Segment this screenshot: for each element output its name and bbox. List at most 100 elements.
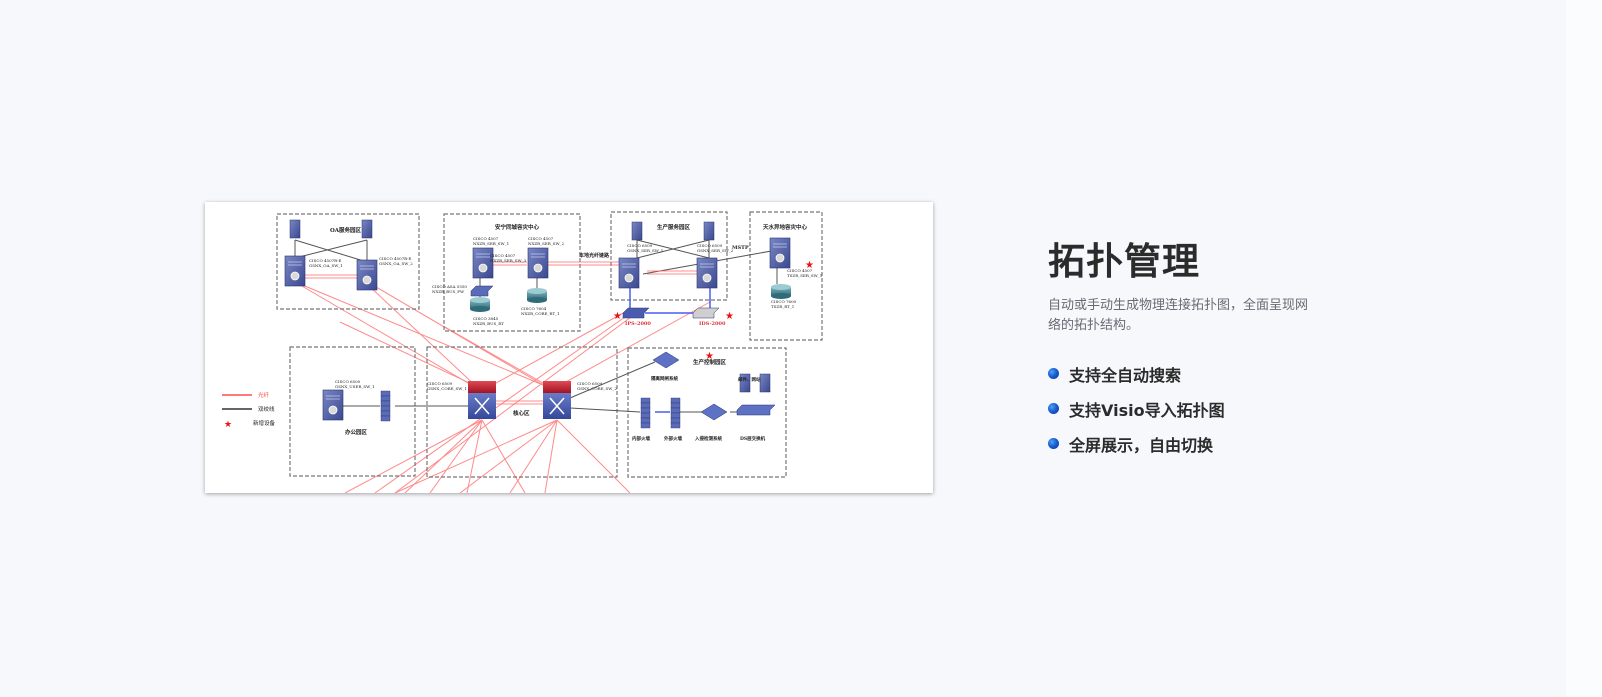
device-label-sec_sw2: CISCO 4507	[528, 236, 554, 241]
label-inner-fw: 内部火墙	[632, 435, 650, 442]
device-label-oa_sw2: GSNX_OA_SW_2	[379, 261, 413, 266]
topology-diagram: OA服务园区 安宁同城容灾中心 生产服务园区 天水异地容灾中心 办公园区 核心区…	[205, 202, 933, 493]
sec-rt2-router-icon	[527, 288, 547, 303]
device-label-core_sw2: GSNX_CORE_SW_2	[577, 386, 617, 391]
zone-security	[443, 213, 581, 332]
zone-label-production: 生产服务园区	[657, 223, 691, 231]
legend-new-device-label: 新增设备	[253, 419, 276, 427]
zone-label-office: 办公园区	[345, 428, 368, 436]
device-label-ips1: IPS-2000	[625, 321, 651, 327]
device-label-prod_sw1: GSNX_SER_SW_1	[627, 248, 663, 253]
device-label-core_sw2: CISCO 6509	[577, 381, 603, 386]
zone-core	[426, 346, 618, 478]
core-sw1-core-switch-icon	[468, 381, 496, 419]
zone-label-oa: OA服务园区	[330, 226, 362, 234]
new-device-star-icon: ★	[805, 260, 814, 271]
feature-item-label: 支持全自动搜索	[1069, 365, 1182, 385]
device-label-oa_sw1: GSNX_OA_SW_1	[309, 263, 343, 268]
zone-office	[289, 346, 416, 477]
device-label-prod_sw2: CISCO 6509	[697, 243, 723, 248]
label-intrusion: 入侵检测系统	[694, 435, 722, 442]
device-label-office_sw: GSNX_USER_SW_1	[335, 384, 375, 389]
office-sw-switch-icon	[322, 389, 344, 421]
label-servers: 邮件、网站	[738, 376, 761, 383]
label-isolation: 隔离网闸系统	[651, 375, 678, 382]
bullet-icon	[1048, 403, 1059, 414]
legend-star-icon: ★	[224, 420, 232, 430]
ips-1-icon	[622, 307, 650, 319]
device-label-remote_sw: CISCO 4507	[787, 268, 813, 273]
device-label-sec_rt2: CISCO 7604	[521, 306, 547, 311]
zone-label-core: 核心区	[513, 409, 530, 417]
outer-fw-firewall-icon	[670, 397, 681, 429]
feature-title: 拓扑管理	[1048, 240, 1200, 283]
device-label-prod_sw2: GSNX_SER_SW_2	[697, 248, 734, 253]
device-label-remote_sw: TSZR_SER_SW_1	[787, 273, 822, 278]
ids-2-icon	[692, 307, 720, 319]
isolation-gateway-icon	[652, 351, 680, 369]
device-label-sec_sw3: CISCO 4507	[490, 253, 516, 258]
device-label-sec_fw: CISCO ASA 5550	[432, 284, 467, 289]
prod-sw1-switch-icon	[618, 257, 640, 289]
web-server-server-icon	[759, 373, 771, 393]
device-label-core_sw1: GSNX_CORE_SW_1	[427, 386, 467, 391]
bullet-icon	[1048, 368, 1059, 379]
device-label-sec_rt2: NXZR_CORE_RT_1	[521, 311, 560, 316]
new-device-star-icon: ★	[725, 311, 734, 322]
zone-label-prod-control: 生产控制园区	[693, 358, 727, 366]
legend-fiber-label: 光纤	[258, 391, 270, 399]
zone-label-remote: 天水异地容灾中心	[763, 223, 808, 231]
intrusion-detection-icon	[700, 403, 728, 421]
zones	[276, 211, 823, 478]
sec-rt1-router-icon	[470, 297, 490, 312]
prod-sw2-switch-icon	[696, 257, 718, 289]
label-l3-switch: DS层交换机	[740, 435, 766, 442]
feature-description: 自动或手动生成物理连接拓扑图，全面呈现网络的拓扑结构。	[1048, 298, 1309, 333]
new-device-star-icon: ★	[613, 311, 622, 322]
feature-list: 支持全自动搜索 支持Visio导入拓扑图 全屏展示，自由切换	[1048, 356, 1328, 461]
device-label-oa_sw1: CISCO 4507R-E	[309, 258, 342, 263]
remote-sw-switch-icon	[769, 237, 791, 269]
devices	[284, 219, 791, 429]
device-label-sec_rt1: CISCO 3845	[473, 316, 499, 321]
core-sw2-core-switch-icon	[543, 381, 571, 419]
sec-firewall-icon	[470, 285, 494, 297]
zone-production	[610, 211, 728, 301]
device-label-sec_rt1: NXZR_BUS_RT	[473, 321, 504, 326]
bullet-icon	[1048, 438, 1059, 449]
oa-sw1-switch-icon	[284, 255, 306, 287]
device-label-core_sw1: CISCO 6509	[427, 381, 453, 386]
device-label-office_sw: CISCO 6500	[335, 379, 361, 384]
feature-item: 支持全自动搜索	[1048, 356, 1328, 391]
oa-server-1-server-icon	[289, 219, 301, 239]
device-label-prod_sw1: CISCO 6509	[627, 243, 653, 248]
page-edge-strip	[1566, 0, 1602, 697]
oa-sw2-switch-icon	[356, 259, 378, 291]
link-label-mstp: MSTP	[732, 245, 749, 251]
device-label-sec_sw3: NXZR_SER_SW_3	[490, 258, 527, 263]
zone-prod-control	[627, 347, 787, 478]
zone-oa	[276, 213, 420, 310]
device-label-ips2: IDS-2000	[699, 321, 726, 327]
fiber-links	[294, 281, 711, 493]
prod-server-2-server-icon	[703, 221, 715, 241]
legend-twisted-label: 双绞线	[258, 405, 275, 413]
link-label-fiber: 本地光纤链路	[578, 252, 610, 259]
device-label-sec_sw1: CISCO 4507	[473, 236, 499, 241]
device-label-remote_rt: CISCO 7600	[771, 299, 797, 304]
sec-sw2-switch-icon	[527, 247, 549, 279]
inner-fw-firewall-icon	[640, 397, 651, 429]
topology-svg: OA服务园区 安宁同城容灾中心 生产服务园区 天水异地容灾中心 办公园区 核心区…	[222, 211, 823, 493]
device-label-sec_sw2: NXZR_SER_SW_2	[528, 241, 565, 246]
device-label-sec_sw1: NXZR_SER_SW_1	[473, 241, 509, 246]
prod-server-1-server-icon	[631, 221, 643, 241]
feature-item: 全屏展示，自由切换	[1048, 426, 1328, 461]
new-device-star-icon: ★	[705, 351, 714, 362]
feature-item: 支持Visio导入拓扑图	[1048, 391, 1328, 426]
device-label-remote_rt: TSZR_RT_1	[771, 304, 794, 309]
device-label-sec_fw: NXZR_BUS_FW	[432, 289, 465, 294]
diagram-legend: 光纤 双绞线 ★ 新增设备	[222, 391, 276, 430]
feature-item-label: 全屏展示，自由切换	[1069, 435, 1214, 455]
feature-panel: 拓扑管理 自动或手动生成物理连接拓扑图，全面呈现网络的拓扑结构。 支持全自动搜索…	[1048, 238, 1328, 461]
feature-item-label: 支持Visio导入拓扑图	[1069, 400, 1225, 420]
